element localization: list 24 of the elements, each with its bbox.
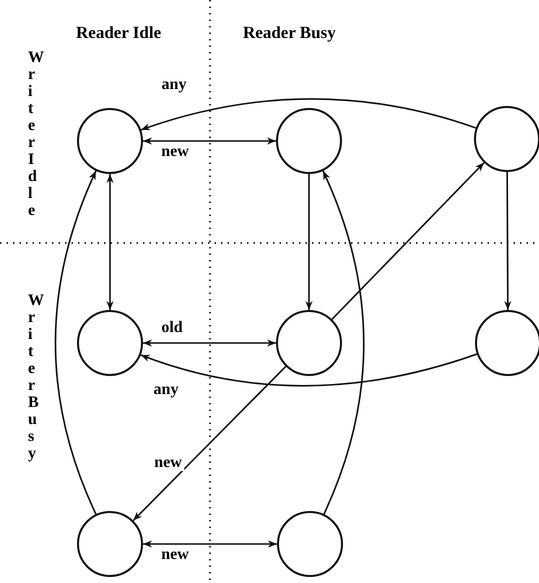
- arrow: [322, 170, 364, 514]
- arrow: [106, 174, 114, 310]
- arrow: [504, 172, 512, 310]
- arrow: [140, 98, 476, 131]
- state-circle: [276, 310, 342, 376]
- state-circle: [77, 511, 143, 577]
- axis-heading: Writer Idle: [28, 49, 44, 219]
- state-circle: [77, 108, 143, 174]
- arrow: [143, 540, 277, 548]
- arrow: [305, 174, 313, 310]
- arrow: [143, 137, 276, 145]
- arrow: [331, 162, 485, 320]
- state-circle: [277, 511, 343, 577]
- arrow: [54, 170, 97, 514]
- arrow: [143, 339, 276, 347]
- column-heading: Reader Idle: [76, 23, 162, 43]
- state-circle: [276, 108, 342, 174]
- axis-heading: Writer Busy: [28, 292, 44, 462]
- column-heading: Reader Busy: [243, 23, 336, 43]
- state-circle: [77, 310, 143, 376]
- state-circle: [474, 106, 539, 172]
- state-circle: [475, 310, 539, 376]
- arrow: [132, 366, 286, 522]
- arrow: [140, 353, 478, 387]
